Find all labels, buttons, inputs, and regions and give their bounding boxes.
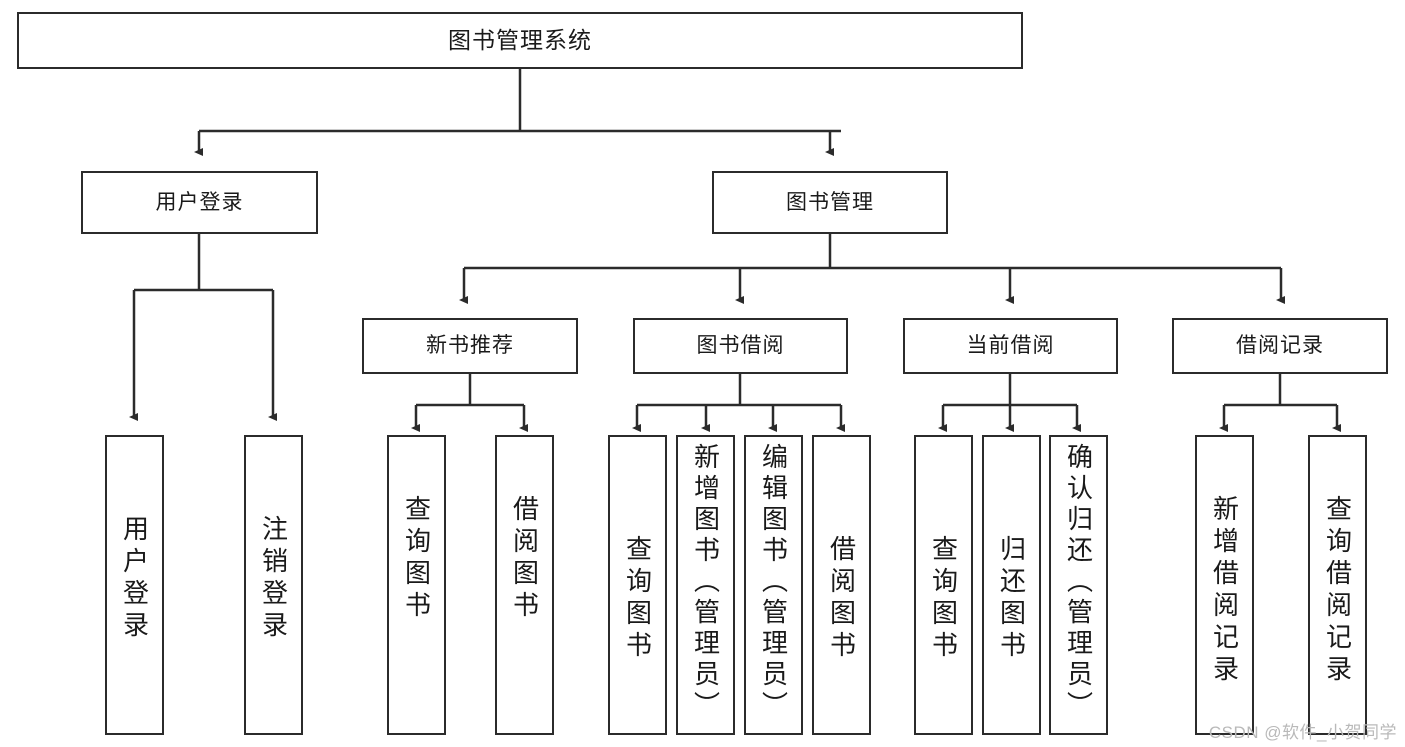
- leaf-newbook-query-book-label: 查询图书: [401, 495, 432, 623]
- leaf-borrow-query-book[interactable]: 查询图书: [608, 435, 667, 735]
- node-user-login[interactable]: 用户登录: [81, 171, 318, 234]
- leaf-logout[interactable]: 注销登录: [244, 435, 303, 735]
- leaf-newbook-borrow-book-label: 借阅图书: [509, 495, 540, 623]
- leaf-newbook-query-book[interactable]: 查询图书: [387, 435, 446, 735]
- leaf-borrow-edit-book[interactable]: 编辑图书（管理员）: [744, 435, 803, 735]
- leaf-current-return-book-label: 归还图书: [996, 535, 1027, 663]
- node-current-borrow[interactable]: 当前借阅: [903, 318, 1118, 374]
- leaf-user-login[interactable]: 用户登录: [105, 435, 164, 735]
- leaf-record-add-record-label: 新增借阅记录: [1209, 495, 1240, 687]
- node-book-management[interactable]: 图书管理: [712, 171, 948, 234]
- leaf-current-return-book[interactable]: 归还图书: [982, 435, 1041, 735]
- leaf-current-confirm-return-label: 确认归还（管理员）: [1063, 443, 1094, 722]
- leaf-current-confirm-return[interactable]: 确认归还（管理员）: [1049, 435, 1108, 735]
- leaf-newbook-borrow-book[interactable]: 借阅图书: [495, 435, 554, 735]
- node-borrow-record-label: 借阅记录: [1236, 334, 1324, 358]
- node-borrow-record[interactable]: 借阅记录: [1172, 318, 1388, 374]
- leaf-borrow-borrow-book-label: 借阅图书: [826, 535, 857, 663]
- node-new-book-recommend[interactable]: 新书推荐: [362, 318, 578, 374]
- node-book-borrow[interactable]: 图书借阅: [633, 318, 848, 374]
- leaf-borrow-edit-book-label: 编辑图书（管理员）: [758, 443, 789, 722]
- node-root-label: 图书管理系统: [448, 26, 592, 53]
- leaf-current-query-book[interactable]: 查询图书: [914, 435, 973, 735]
- leaf-user-login-label: 用户登录: [119, 515, 150, 643]
- leaf-borrow-borrow-book[interactable]: 借阅图书: [812, 435, 871, 735]
- leaf-current-query-book-label: 查询图书: [928, 535, 959, 663]
- leaf-borrow-add-book-label: 新增图书（管理员）: [690, 443, 721, 722]
- node-new-book-recommend-label: 新书推荐: [426, 334, 514, 358]
- node-current-borrow-label: 当前借阅: [966, 334, 1055, 358]
- leaf-record-query-record-label: 查询借阅记录: [1322, 495, 1353, 687]
- node-book-borrow-label: 图书借阅: [696, 334, 785, 358]
- leaf-logout-label: 注销登录: [258, 515, 289, 643]
- node-user-login-label: 用户登录: [155, 190, 244, 214]
- node-book-management-label: 图书管理: [786, 190, 874, 214]
- leaf-record-query-record[interactable]: 查询借阅记录: [1308, 435, 1367, 735]
- leaf-record-add-record[interactable]: 新增借阅记录: [1195, 435, 1254, 735]
- leaf-borrow-query-book-label: 查询图书: [622, 535, 653, 663]
- node-root[interactable]: 图书管理系统: [17, 12, 1023, 69]
- leaf-borrow-add-book[interactable]: 新增图书（管理员）: [676, 435, 735, 735]
